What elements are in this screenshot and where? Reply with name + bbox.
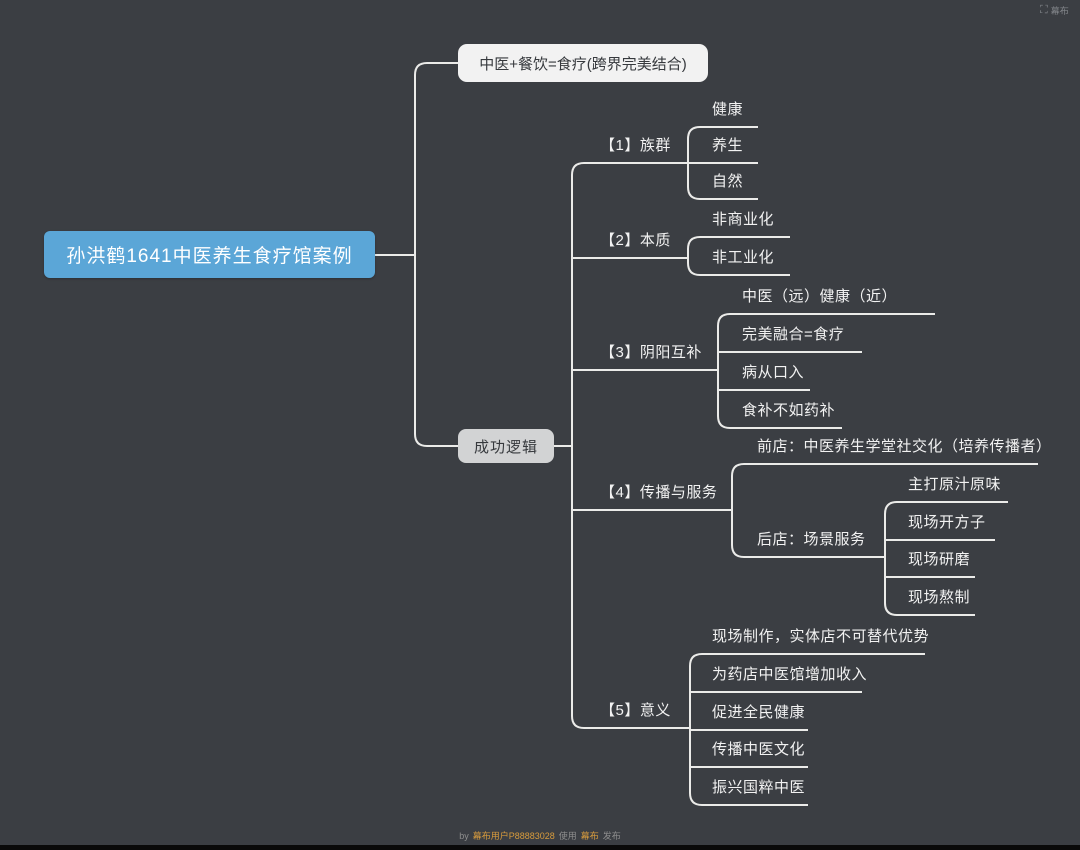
- leaf-node[interactable]: 中医（远）健康（近）: [742, 288, 898, 305]
- leaf-node[interactable]: 养生: [712, 137, 744, 154]
- leaf-node[interactable]: 食补不如药补: [742, 402, 836, 419]
- watermark-user-link[interactable]: 幕布用户P88883028: [472, 831, 555, 841]
- mubu-logo-label: 幕布: [1050, 6, 1069, 16]
- bottom-bar: [0, 845, 1080, 850]
- root-node[interactable]: 孙洪鹤1641中医养生食疗馆案例: [44, 231, 375, 278]
- leaf-node[interactable]: 促进全民健康: [712, 704, 806, 721]
- mubu-logo[interactable]: ⛶ 幕布: [1040, 4, 1069, 17]
- leaf-node[interactable]: 主打原汁原味: [908, 476, 1002, 493]
- leaf-node[interactable]: 现场熬制: [908, 589, 971, 606]
- watermark-via: 使用: [558, 831, 577, 841]
- branch-1-label[interactable]: 【1】族群: [600, 137, 671, 154]
- leaf-node[interactable]: 现场制作，实体店不可替代优势: [712, 628, 930, 645]
- leaf-node[interactable]: 非工业化: [712, 249, 775, 266]
- leaf-node[interactable]: 传播中医文化: [712, 741, 806, 758]
- leaf-node[interactable]: 自然: [712, 173, 744, 190]
- leaf-node[interactable]: 非商业化: [712, 211, 775, 228]
- watermark-prefix: by: [459, 831, 469, 841]
- leaf-node[interactable]: 现场研磨: [908, 551, 971, 568]
- node-crossover-formula[interactable]: 中医+餐饮=食疗(跨界完美结合): [458, 44, 708, 82]
- node-front-store[interactable]: 前店：中医养生学堂社交化（培养传播者）: [757, 438, 1052, 455]
- branch-3-label[interactable]: 【3】阴阳互补: [600, 344, 702, 361]
- branch-2-label[interactable]: 【2】本质: [600, 232, 671, 249]
- leaf-node[interactable]: 病从口入: [742, 364, 805, 381]
- leaf-node[interactable]: 健康: [712, 101, 744, 118]
- watermark-brand-link[interactable]: 幕布: [580, 831, 599, 841]
- node-back-store[interactable]: 后店：场景服务: [757, 531, 866, 548]
- watermark-suffix: 发布: [602, 831, 621, 841]
- leaf-node[interactable]: 振兴国粹中医: [712, 779, 806, 796]
- branch-4-label[interactable]: 【4】传播与服务: [600, 484, 718, 501]
- leaf-node[interactable]: 完美融合=食疗: [742, 326, 845, 343]
- mubu-logo-icon: ⛶: [1040, 4, 1048, 16]
- leaf-node[interactable]: 现场开方子: [908, 514, 986, 531]
- leaf-node[interactable]: 为药店中医馆增加收入: [712, 666, 868, 683]
- branch-5-label[interactable]: 【5】意义: [600, 702, 671, 719]
- node-success-logic[interactable]: 成功逻辑: [458, 429, 554, 463]
